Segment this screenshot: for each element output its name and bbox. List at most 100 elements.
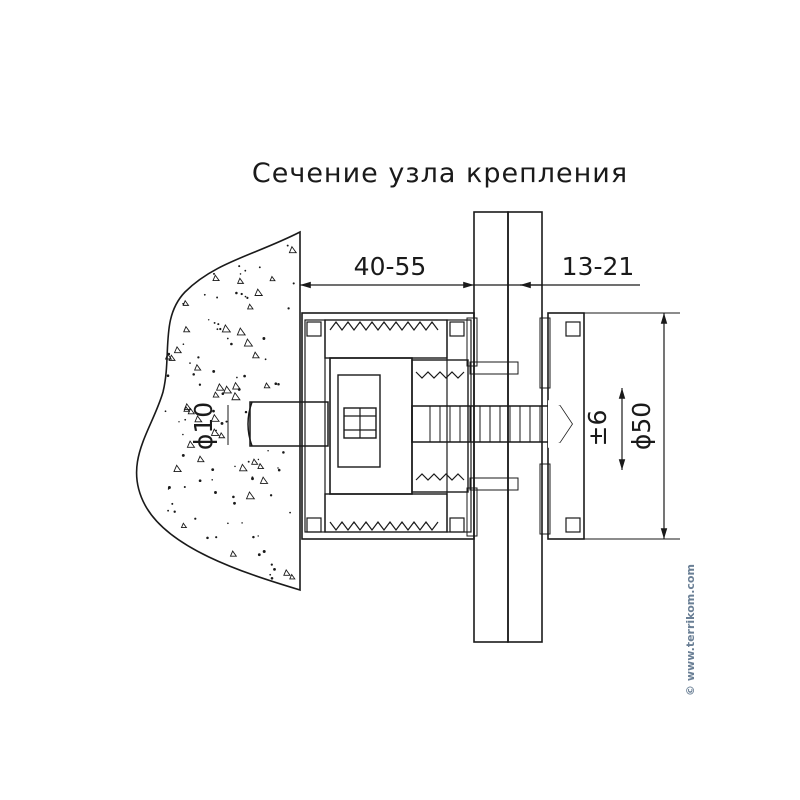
concrete-dot: [227, 522, 229, 525]
gaskets: [466, 317, 551, 537]
concrete-dot: [252, 535, 255, 539]
concrete-dot: [181, 453, 185, 457]
concrete-dot: [241, 522, 243, 524]
concrete-dot: [282, 451, 285, 454]
concrete-dot: [189, 362, 191, 364]
concrete-dot: [211, 468, 215, 471]
concrete-aggregate: [183, 325, 191, 333]
concrete-aggregate: [168, 354, 176, 361]
concrete-dot: [238, 265, 241, 268]
concrete-dot: [287, 307, 290, 310]
concrete-dot: [197, 356, 200, 359]
concrete-aggregate: [252, 351, 260, 359]
concrete-dot: [262, 550, 266, 553]
concrete-dot: [164, 410, 167, 413]
concrete-aggregate: [194, 415, 203, 423]
concrete-dot: [277, 467, 279, 469]
concrete-dot: [213, 272, 215, 275]
concrete-dot: [203, 293, 206, 296]
dimension-depth-label: 40-55: [354, 252, 427, 281]
concrete-dot: [273, 568, 276, 571]
concrete-aggregate: [180, 522, 188, 528]
concrete-aggregate: [182, 299, 190, 306]
concrete-dot: [264, 358, 267, 361]
concrete-aggregate: [259, 476, 269, 484]
concrete-dot: [219, 327, 222, 331]
concrete-dot: [213, 321, 216, 324]
concrete-aggregate: [173, 345, 183, 354]
concrete-dot: [257, 458, 260, 461]
concrete-dot: [251, 476, 254, 479]
concrete-aggregate: [212, 391, 220, 398]
concrete-aggregate: [229, 550, 238, 557]
concrete-dot: [269, 494, 273, 497]
concrete-dot: [220, 421, 224, 425]
concrete-aggregate: [257, 462, 265, 469]
concrete-dot: [270, 577, 274, 580]
concrete-dot: [237, 388, 241, 391]
drawing-title: Сечение узла крепления: [252, 158, 628, 189]
concrete-dot: [226, 337, 229, 340]
concrete-aggregate: [164, 353, 173, 360]
concrete-dot: [239, 273, 242, 275]
dimension-lines: [227, 272, 680, 540]
concrete-aggregate: [215, 383, 225, 391]
concrete-aggregate: [283, 568, 291, 576]
concrete-dot: [167, 352, 171, 356]
concrete-dot: [212, 409, 215, 413]
dimension-rod-diameter-label: ϕ10: [189, 402, 218, 450]
concrete-dot: [235, 291, 238, 295]
concrete-dot: [257, 535, 259, 537]
concrete-dot: [173, 510, 176, 513]
concrete-aggregate: [210, 428, 220, 436]
concrete-dot: [167, 486, 171, 489]
concrete-aggregate: [289, 573, 296, 580]
concrete-dot: [184, 418, 187, 421]
concrete-dot: [243, 374, 246, 378]
concrete-dot: [192, 373, 195, 376]
concrete-dot: [244, 410, 248, 414]
concrete-dot: [171, 502, 174, 505]
concrete-aggregate: [210, 413, 220, 422]
concrete-dot: [167, 509, 170, 512]
concrete-dot: [246, 296, 249, 299]
concrete-dot: [225, 420, 228, 423]
dimension-glass-label: 13-21: [562, 252, 635, 281]
concrete-dot: [267, 450, 269, 452]
concrete-dot: [258, 266, 261, 269]
concrete-dot: [214, 491, 217, 494]
concrete-dot: [216, 296, 219, 299]
housing-body: [301, 312, 475, 540]
concrete-aggregate: [263, 382, 271, 389]
concrete-aggregate: [223, 385, 233, 394]
concrete-wall: [135, 230, 301, 592]
concrete-dot: [277, 383, 280, 386]
dimension-head-diameter-label: ϕ50: [627, 402, 656, 450]
concrete-dot: [233, 501, 236, 505]
concrete-dot: [212, 369, 216, 373]
concrete-dot: [257, 553, 261, 557]
concrete-dot: [166, 374, 170, 377]
concrete-aggregate: [221, 324, 232, 333]
concrete-dot: [244, 295, 247, 298]
concrete-aggregate: [232, 381, 241, 390]
concrete-dot: [189, 407, 191, 410]
anchor-rod: [247, 401, 329, 447]
concrete-dot: [230, 342, 233, 346]
concrete-dot: [198, 479, 202, 483]
concrete-aggregate: [288, 245, 298, 254]
concrete-dot: [217, 323, 220, 326]
concrete-aggregate: [193, 363, 202, 371]
concrete-dot: [289, 511, 291, 514]
concrete-dot: [198, 383, 202, 386]
copyright-text: © www.terrikom.com: [684, 564, 697, 696]
concrete-dot: [206, 536, 209, 540]
concrete-dot: [286, 244, 289, 247]
concrete-dot: [178, 421, 180, 423]
concrete-dot: [221, 392, 225, 395]
concrete-aggregate: [243, 338, 254, 347]
concrete-dot: [194, 517, 197, 520]
concrete-aggregate: [251, 458, 259, 465]
concrete-dot: [244, 269, 247, 272]
